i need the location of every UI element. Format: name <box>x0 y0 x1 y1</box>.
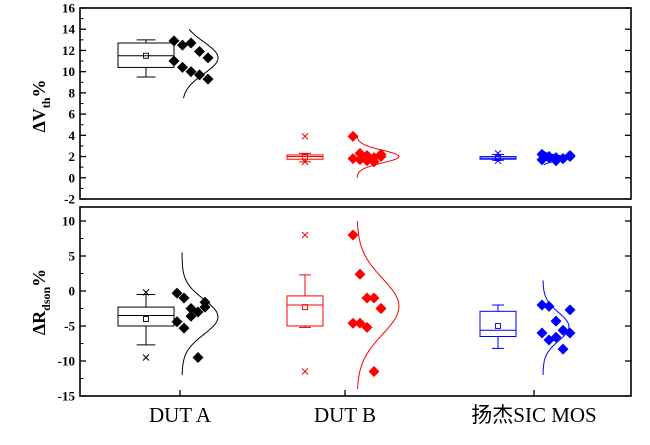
outlier-1-0-1 <box>142 354 150 361</box>
data-point-0-0-6 <box>177 61 188 73</box>
distribution-curve-0-0 <box>183 28 219 99</box>
y-tick-label-1-1: -10 <box>58 354 75 369</box>
bottom-ylabel: ΔRdson% <box>29 269 53 335</box>
y-tick-label-1-5: 10 <box>62 214 75 229</box>
data-point-1-2-0 <box>536 299 548 311</box>
distribution-curve-0-2 <box>543 150 570 166</box>
y-tick-label-1-2: -5 <box>64 319 75 334</box>
data-point-1-2-4 <box>564 327 576 339</box>
bottom-ylabel-unit: % <box>29 269 49 287</box>
data-point-1-1-8 <box>368 366 380 377</box>
y-tick-label-0-8: 14 <box>62 22 76 37</box>
y-tick-label-1-3: 0 <box>69 284 76 299</box>
y-tick-label-0-3: 4 <box>69 128 76 143</box>
box-1-1 <box>286 295 324 327</box>
y-tick-label-0-7: 12 <box>62 43 75 58</box>
data-point-1-1-7 <box>361 321 373 333</box>
outlier-1-1-1 <box>301 368 309 375</box>
data-point-1-2-8 <box>557 343 569 355</box>
distribution-curve-0-1 <box>356 135 400 178</box>
category-label-1: DUT B <box>314 403 376 427</box>
y-tick-label-1-4: 5 <box>69 249 76 264</box>
data-point-0-1-5 <box>347 153 359 165</box>
top-ylabel-unit: % <box>29 80 49 98</box>
data-point-1-2-1 <box>543 300 555 312</box>
panel-frame-1 <box>79 206 632 397</box>
distribution-curve-1-2 <box>542 280 570 375</box>
box-1-2 <box>479 310 517 337</box>
data-point-1-1-1 <box>354 268 366 280</box>
data-point-1-0-1 <box>178 292 190 304</box>
top-ylabel: ΔVth% <box>29 80 53 133</box>
mean-marker-1-1 <box>302 304 308 311</box>
data-point-1-0-9 <box>199 296 211 308</box>
data-point-0-0-4 <box>202 52 214 64</box>
box-0-1 <box>286 154 324 160</box>
outlier-1-1-0 <box>301 231 309 239</box>
data-point-0-1-6 <box>354 154 366 166</box>
data-point-1-2-9 <box>564 304 576 316</box>
mean-marker-0-0 <box>143 52 149 59</box>
outlier-0-2-1 <box>494 157 502 165</box>
top-ylabel-sub: th <box>39 97 53 108</box>
distribution-curve-1-1 <box>356 220 400 390</box>
y-tick-label-0-0: -2 <box>64 192 75 207</box>
y-tick-label-0-6: 10 <box>62 64 75 79</box>
data-point-1-0-8 <box>192 352 204 363</box>
data-point-0-1-9 <box>375 148 387 160</box>
data-point-0-1-7 <box>361 155 373 167</box>
data-point-0-0-7 <box>185 66 197 78</box>
box-1-0 <box>117 306 175 327</box>
data-point-1-1-2 <box>361 292 373 304</box>
data-point-0-0-1 <box>177 39 188 51</box>
y-tick-label-0-1: 0 <box>69 170 76 185</box>
data-point-1-1-3 <box>368 292 380 304</box>
data-point-1-1-0 <box>347 229 359 241</box>
bottom-ylabel-main: ΔR <box>29 310 49 335</box>
data-point-0-0-3 <box>194 46 205 58</box>
outlier-1-0-0 <box>142 289 150 296</box>
y-tick-label-0-5: 8 <box>69 85 76 100</box>
y-tick-label-0-2: 2 <box>69 149 76 164</box>
y-tick-label-1-0: -15 <box>58 389 76 404</box>
data-point-1-0-0 <box>171 287 183 299</box>
box-0-0 <box>117 42 175 68</box>
panel-frame-0 <box>79 7 632 200</box>
mean-marker-1-2 <box>495 323 501 329</box>
data-point-1-2-7 <box>550 331 562 343</box>
outlier-0-1-1 <box>301 158 309 166</box>
data-point-1-0-5 <box>171 316 183 328</box>
data-point-1-2-5 <box>536 327 548 339</box>
data-point-1-1-9 <box>375 303 387 314</box>
data-point-0-0-2 <box>185 37 197 49</box>
data-point-0-0-8 <box>194 69 205 81</box>
outlier-0-1-0 <box>301 133 309 140</box>
distribution-curve-1-0 <box>181 252 219 376</box>
data-point-1-1-5 <box>347 317 359 329</box>
data-point-0-0-5 <box>168 55 180 67</box>
category-label-2: 扬杰SIC MOS <box>471 403 596 427</box>
category-label-0: DUT A <box>149 403 212 427</box>
data-point-1-0-6 <box>178 322 190 334</box>
data-point-1-0-7 <box>185 310 197 322</box>
data-point-1-1-6 <box>354 317 366 329</box>
outlier-0-2-0 <box>494 150 502 157</box>
data-point-0-0-0 <box>168 35 180 47</box>
y-tick-label-0-9: 16 <box>62 1 76 16</box>
y-tick-label-0-4: 6 <box>69 107 76 122</box>
data-point-1-0-3 <box>192 306 204 318</box>
data-point-1-2-2 <box>550 315 562 327</box>
data-point-0-1-0 <box>347 130 359 142</box>
mean-marker-0-1 <box>302 153 308 160</box>
data-point-0-0-9 <box>202 73 214 85</box>
mean-marker-1-0 <box>143 316 149 322</box>
bottom-ylabel-sub: dson <box>39 287 53 311</box>
top-ylabel-main: ΔV <box>29 108 49 132</box>
